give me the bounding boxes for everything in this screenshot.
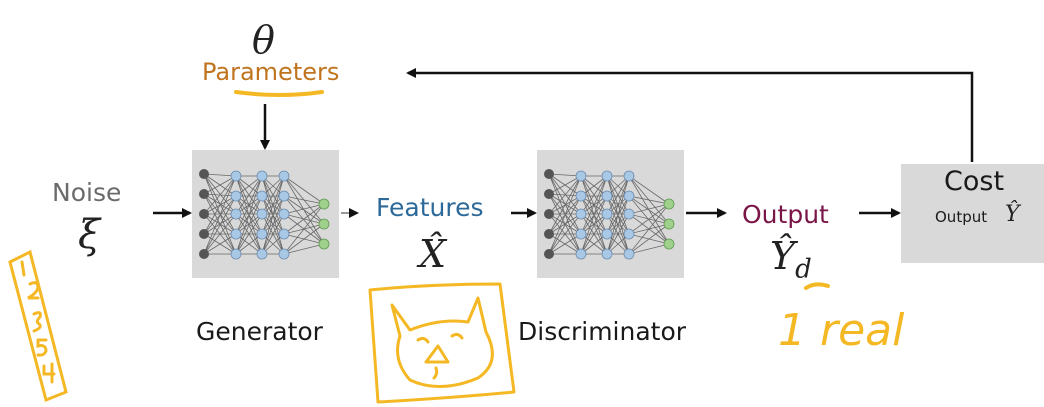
output-label: Output [742,200,829,229]
discriminator-label: Discriminator [518,317,687,346]
noise-symbol: ξ [78,212,101,258]
cost-title: Cost [944,166,1005,197]
parameters-underline [234,90,324,97]
features-label: Features [376,193,484,222]
output-symbol-subscript: d [795,254,812,285]
cost-output-label: Output [935,208,988,226]
generator-network [192,150,339,278]
feedback-arrow [406,68,974,162]
theta-symbol: θ [252,18,275,62]
features-symbol: X̂ [419,232,447,276]
generator-network-graphic [199,169,330,260]
parameters-label: Parameters [202,58,340,86]
generator-label: Generator [196,317,323,346]
cat-sketch [368,282,516,404]
output-underline [804,282,830,290]
output-symbol: Ŷd [770,234,812,285]
discriminator-network-graphic [544,169,675,260]
discriminator-network [537,150,684,278]
real-note: 1 real [778,305,905,356]
output-symbol-main: Ŷ [770,234,796,278]
handwritten-number-list [8,249,68,403]
noise-label: Noise [52,178,122,207]
cost-output-symbol: Ŷ [1005,202,1020,227]
cost-box: Cost Output Ŷ [901,164,1044,263]
